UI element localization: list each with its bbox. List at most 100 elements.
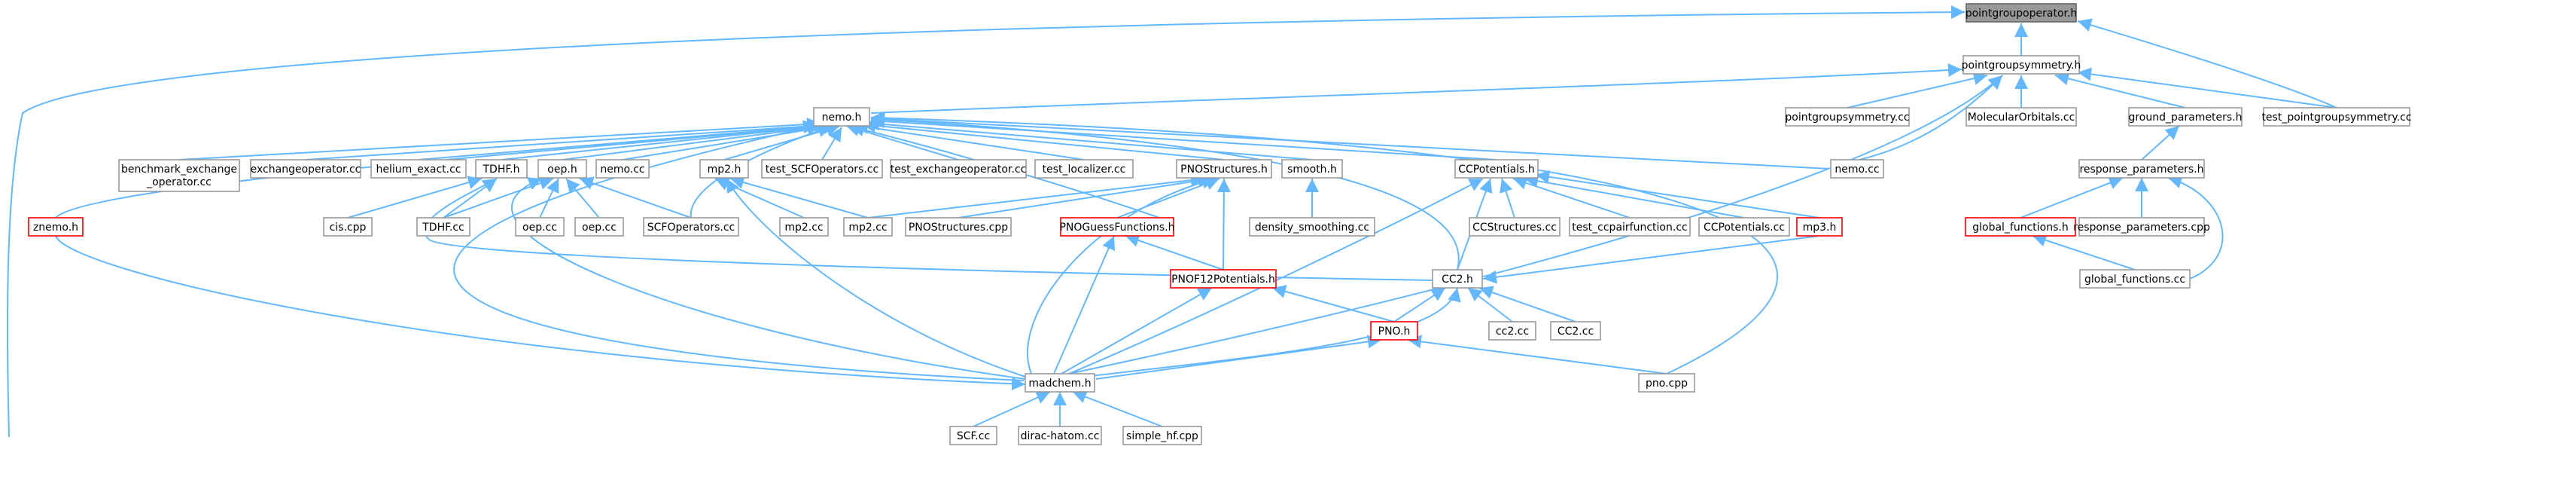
dependency-edge: [2077, 67, 2337, 109]
node-test-scfoperators-cc[interactable]: test_SCFOperators.cc: [761, 159, 883, 179]
node-pointgroupsymmetry-h[interactable]: pointgroupsymmetry.h: [1962, 55, 2081, 75]
dependency-edge: [1271, 285, 1395, 323]
svg-text:cc2.cc: cc2.cc: [1496, 326, 1529, 338]
node-tdhf-cc[interactable]: TDHF.cc: [416, 217, 470, 237]
node-simple-hf-cpp[interactable]: simple_hf.cpp: [1122, 426, 1202, 445]
dependency-edge: [1535, 170, 1820, 219]
svg-text:test_ccpairfunction.cc: test_ccpairfunction.cc: [1572, 222, 1687, 234]
dependency-edge: [2077, 18, 2337, 109]
node-ccstructures-cc[interactable]: CCStructures.cc: [1469, 217, 1561, 237]
svg-text:TDHF.h: TDHF.h: [483, 164, 520, 176]
svg-text:znemo.h: znemo.h: [33, 222, 78, 234]
dependency-edge: [861, 118, 1225, 161]
dependency-edge: [1027, 175, 1216, 375]
node-ground-parameters-h[interactable]: ground_parameters.h: [2128, 107, 2243, 127]
node-test-ccpairfunction-cc[interactable]: test_ccpairfunction.cc: [1569, 217, 1691, 237]
dependency-edge: [565, 178, 600, 219]
dependency-edge: [1393, 287, 1446, 323]
svg-text:pointgroupsymmetry.h: pointgroupsymmetry.h: [1962, 60, 2081, 72]
node-benchmark-exchange-operator-cc[interactable]: benchmark_exchange _operator.cc: [118, 159, 240, 192]
dependency-edge: [1500, 178, 1515, 219]
node-scf-cc[interactable]: SCF.cc: [949, 426, 997, 445]
svg-text:global_functions.h: global_functions.h: [1972, 222, 2069, 234]
node-test-localizer-cc[interactable]: test_localizer.cc: [1034, 159, 1134, 179]
node-response-parameters-h[interactable]: response_parameters.h: [2078, 159, 2205, 179]
dependency-edge: [870, 112, 1830, 170]
node-helium-exact-cc[interactable]: helium_exact.cc: [370, 159, 467, 179]
dependency-edge: [347, 176, 483, 219]
svg-text:CCPotentials.cc: CCPotentials.cc: [1704, 222, 1785, 234]
node-nemo-h[interactable]: nemo.h: [813, 107, 870, 127]
dependency-edge: [1116, 177, 1220, 219]
dependency-edge: [1053, 235, 1116, 375]
svg-text:CCPotentials.h: CCPotentials.h: [1458, 164, 1535, 176]
node-madchem-h[interactable]: madchem.h: [1025, 373, 1095, 393]
dependency-edge: [511, 177, 1026, 380]
dependency-edge: [726, 178, 1026, 378]
node-nemo-cc-small[interactable]: nemo.cc: [595, 159, 650, 179]
svg-text:nemo.cc: nemo.cc: [600, 164, 644, 176]
node-cis-cpp[interactable]: cis.cpp: [323, 217, 373, 237]
svg-text:test_pointgroupsymmetry.cc: test_pointgroupsymmetry.cc: [2261, 112, 2411, 124]
dependency-edge: [958, 173, 1213, 219]
svg-text:test_exchangeoperator.cc: test_exchangeoperator.cc: [891, 164, 1027, 176]
node-global-functions-cc[interactable]: global_functions.cc: [2079, 269, 2191, 289]
node-global-functions-h[interactable]: global_functions.h: [1965, 217, 2076, 237]
node-oep-cc-1[interactable]: oep.cc: [515, 217, 565, 237]
svg-text:PNOF12Potentials.h: PNOF12Potentials.h: [1171, 274, 1275, 286]
dependency-edge: [1125, 234, 1224, 271]
node-test-pointgroupsymmetry-cc[interactable]: test_pointgroupsymmetry.cc: [2261, 107, 2412, 127]
node-pnostructures-h[interactable]: PNOStructures.h: [1176, 159, 1272, 179]
node-response-parameters-cpp[interactable]: response_parameters.cpp: [2073, 217, 2210, 237]
dependency-edge: [2141, 125, 2180, 161]
node-pointgroupsymmetry-cc[interactable]: pointgroupsymmetry.cc: [1785, 107, 1910, 127]
node-exchangeoperator-cc[interactable]: exchangeoperator.cc: [250, 159, 361, 179]
svg-text:SCFOperators.cc: SCFOperators.cc: [647, 222, 735, 234]
node-znemo-h[interactable]: znemo.h: [28, 217, 84, 237]
node-pnostructures-cpp[interactable]: PNOStructures.cpp: [905, 217, 1012, 237]
svg-text:pointgroupoperator.h: pointgroupoperator.h: [1965, 8, 2078, 20]
node-nemo-cc-right[interactable]: nemo.cc: [1830, 159, 1884, 179]
node-mp2-h[interactable]: mp2.h: [699, 159, 749, 179]
node-mp2-cc-2[interactable]: mp2.cc: [843, 217, 893, 237]
node-ccpotentials-h[interactable]: CCPotentials.h: [1454, 159, 1539, 179]
svg-text:nemo.cc: nemo.cc: [1835, 164, 1879, 176]
node-scfoperators-cc[interactable]: SCFOperators.cc: [643, 217, 739, 237]
dependency-edge: [1407, 335, 1667, 375]
node-dirac-hatom-cc[interactable]: dirac-hatom.cc: [1018, 426, 1102, 445]
svg-text:global_functions.cc: global_functions.cc: [2084, 274, 2185, 286]
svg-text:madchem.h: madchem.h: [1028, 378, 1091, 390]
dependency-edge: [870, 113, 1460, 271]
dependency-edge: [178, 118, 821, 161]
dependency-edge: [1847, 72, 1988, 109]
node-tdhf-h[interactable]: TDHF.h: [475, 159, 528, 179]
dependency-edge: [1072, 390, 1163, 427]
node-pnoguessfunctions-h[interactable]: PNOGuessFunctions.h: [1059, 217, 1175, 237]
node-density-smoothing-cc[interactable]: density_smoothing.cc: [1249, 217, 1375, 237]
node-smooth-h[interactable]: smooth.h: [1281, 159, 1343, 179]
node-oep-cc-2[interactable]: oep.cc: [574, 217, 624, 237]
node-mp2-cc-1[interactable]: mp2.cc: [779, 217, 829, 237]
node-pnof12potentials-h[interactable]: PNOF12Potentials.h: [1170, 269, 1277, 289]
svg-text:smooth.h: smooth.h: [1287, 164, 1337, 176]
dependency-edge: [973, 391, 1051, 427]
node-molecularorbitals-cc[interactable]: MolecularOrbitals.cc: [1965, 107, 2077, 127]
svg-text:PNOGuessFunctions.h: PNOGuessFunctions.h: [1059, 222, 1174, 234]
node-ccpotentials-cc[interactable]: CCPotentials.cc: [1698, 217, 1790, 237]
dependency-edge: [1524, 174, 1745, 219]
dependency-edge: [1068, 75, 2003, 375]
node-mp3-h[interactable]: mp3.h: [1796, 217, 1843, 237]
svg-text:MolecularOrbitals.cc: MolecularOrbitals.cc: [1968, 112, 2075, 124]
svg-text:mp2.h: mp2.h: [708, 164, 741, 176]
node-cc2-h[interactable]: CC2.h: [1432, 269, 1483, 289]
node-pointgroupoperator-h[interactable]: pointgroupoperator.h: [1965, 3, 2078, 23]
dependency-edge: [870, 115, 1497, 161]
dependency-edge: [714, 178, 805, 219]
node-oep-h[interactable]: oep.h: [537, 159, 587, 179]
node-pno-h[interactable]: PNO.h: [1370, 321, 1418, 341]
dependency-edge: [1478, 286, 1576, 323]
node-pno-cpp[interactable]: pno.cpp: [1638, 373, 1695, 393]
node-cc2-cc-upper[interactable]: CC2.cc: [1550, 321, 1601, 341]
node-test-exchangeoperator-cc[interactable]: test_exchangeoperator.cc: [890, 159, 1027, 179]
node-cc2-cc-lower[interactable]: cc2.cc: [1488, 321, 1536, 341]
